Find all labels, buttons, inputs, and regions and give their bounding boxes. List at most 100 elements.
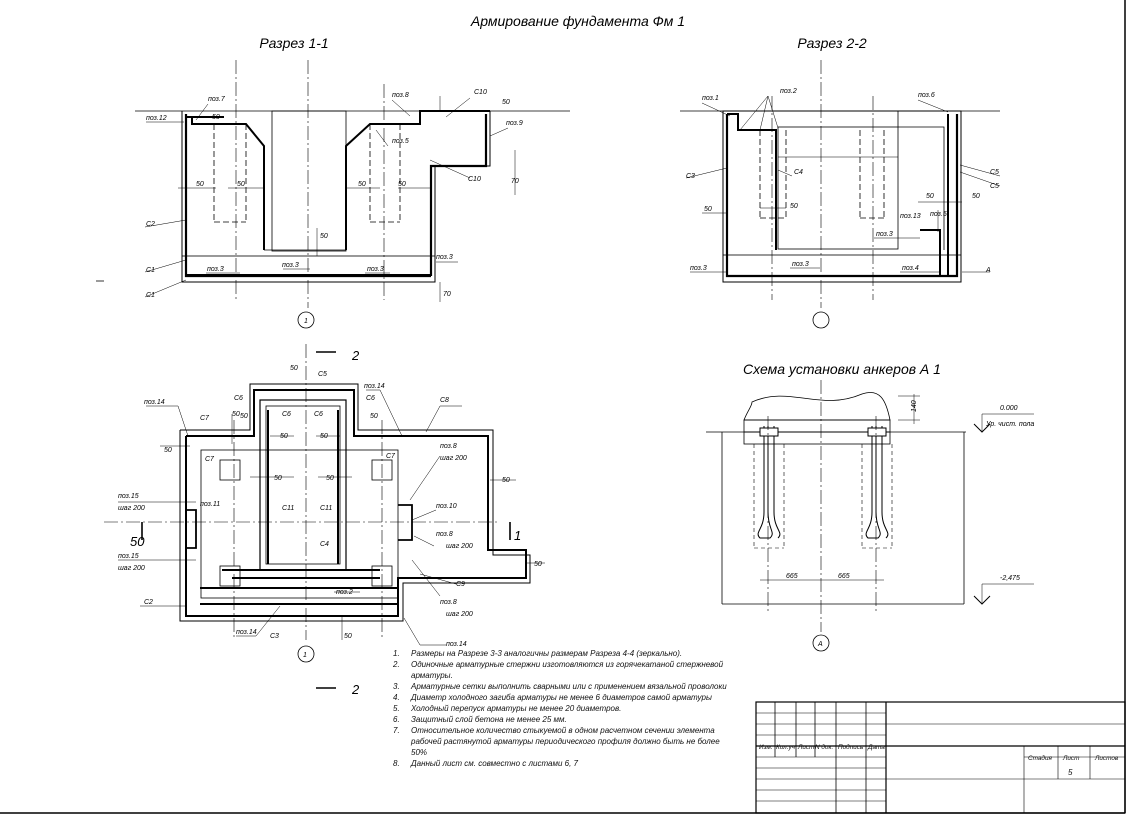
- note-number: 2.: [393, 660, 400, 669]
- svg-text:шаг 200: шаг 200: [440, 455, 467, 462]
- svg-text:665: 665: [838, 573, 850, 580]
- note-item: 6.Защитный слой бетона не менее 25 мм.: [393, 714, 733, 725]
- svg-text:С2: С2: [146, 221, 155, 228]
- svg-text:С4: С4: [794, 169, 803, 176]
- svg-text:поз.3: поз.3: [282, 262, 299, 269]
- sheets-label: Листов: [1095, 755, 1119, 762]
- note-item: 3.Арматурные сетки выполнить сварными ил…: [393, 681, 733, 692]
- svg-text:поз.3: поз.3: [876, 231, 893, 238]
- svg-text:50: 50: [972, 193, 980, 200]
- svg-text:50: 50: [502, 477, 510, 484]
- note-text: Данный лист см. совместно с листами 6, 7: [411, 759, 578, 768]
- svg-text:50: 50: [534, 561, 542, 568]
- note-number: 4.: [393, 693, 400, 702]
- section-2-drawing: [680, 60, 1001, 329]
- svg-text:50: 50: [240, 413, 248, 420]
- note-number: 3.: [393, 682, 400, 691]
- svg-text:С5: С5: [990, 183, 999, 190]
- svg-text:поз.5: поз.5: [392, 138, 409, 145]
- svg-text:50: 50: [237, 181, 245, 188]
- col-data: Дата: [868, 744, 885, 751]
- svg-text:С5: С5: [990, 169, 999, 176]
- note-number: 1.: [393, 649, 400, 658]
- svg-text:С8: С8: [440, 397, 449, 404]
- section-2-labels: поз.1 поз.2 поз.6 С3 С4 С5 С5 50 50 50 5…: [686, 88, 999, 274]
- note-number: 5.: [393, 704, 400, 713]
- svg-text:С4: С4: [320, 541, 329, 548]
- col-podpis: Подпись: [838, 744, 864, 751]
- svg-text:50: 50: [502, 99, 510, 106]
- anchor-scheme-drawing: [706, 380, 1034, 652]
- svg-text:поз.3: поз.3: [792, 261, 809, 268]
- note-number: 8.: [393, 759, 400, 768]
- svg-text:поз.8: поз.8: [436, 531, 453, 538]
- svg-text:50: 50: [320, 433, 328, 440]
- svg-text:С6: С6: [282, 411, 291, 418]
- svg-text:50: 50: [326, 475, 334, 482]
- svg-text:поз.8: поз.8: [440, 443, 457, 450]
- svg-text:поз.15: поз.15: [118, 493, 139, 500]
- svg-text:поз.3: поз.3: [367, 266, 384, 273]
- svg-text:2: 2: [351, 682, 360, 697]
- svg-text:50: 50: [130, 534, 145, 549]
- svg-text:поз.10: поз.10: [436, 503, 457, 510]
- sheet-number: 5: [1068, 768, 1073, 777]
- svg-text:С6: С6: [366, 395, 375, 402]
- svg-text:поз.14: поз.14: [236, 629, 257, 636]
- section-1-title: Разрез 1-1: [259, 35, 328, 51]
- svg-text:70: 70: [443, 291, 451, 298]
- svg-text:шаг 200: шаг 200: [446, 611, 473, 618]
- svg-text:поз.8: поз.8: [440, 599, 457, 606]
- svg-text:140: 140: [911, 400, 918, 412]
- anchor-scheme-title: Схема установки анкеров А 1: [743, 361, 941, 377]
- svg-text:1: 1: [304, 318, 308, 325]
- note-text: Диаметр холодного загиба арматуры не мен…: [411, 693, 712, 702]
- col-kol-uch: Кол.уч: [776, 744, 796, 751]
- svg-text:50: 50: [196, 181, 204, 188]
- note-text: Одиночные арматурные стержни изготовляют…: [411, 660, 724, 680]
- note-number: 7.: [393, 726, 400, 735]
- svg-text:50: 50: [926, 193, 934, 200]
- svg-text:0.000: 0.000: [1000, 405, 1018, 412]
- svg-text:поз.4: поз.4: [902, 265, 919, 272]
- general-notes: 1. Размеры на Разрезе 3-3 аналогичны разм…: [393, 648, 733, 769]
- plan-drawing: [104, 344, 545, 689]
- note-item: 4. Диаметр холодного загиба арматуры не м…: [393, 692, 733, 703]
- svg-text:поз.3: поз.3: [690, 265, 707, 272]
- svg-text:С5: С5: [318, 371, 327, 378]
- main-title: Армирование фундамента Фм 1: [470, 13, 685, 29]
- stage-label: Стадия: [1028, 755, 1052, 762]
- note-item: 1. Размеры на Разрезе 3-3 аналогичны разм…: [393, 648, 733, 659]
- svg-text:поз.11: поз.11: [200, 501, 220, 508]
- svg-text:поз.12: поз.12: [146, 115, 167, 122]
- note-text: Относительное количество стыкуемой в одн…: [411, 726, 720, 757]
- svg-text:50: 50: [290, 365, 298, 372]
- svg-text:50: 50: [344, 633, 352, 640]
- svg-text:поз.2: поз.2: [336, 589, 353, 596]
- plan-labels: С5 С6 С6 С6 С6 С7 С7 С7 С8 С9 С11 С11 С4…: [118, 348, 542, 697]
- svg-text:поз.5: поз.5: [930, 211, 947, 218]
- svg-text:50: 50: [358, 181, 366, 188]
- note-number: 6.: [393, 715, 400, 724]
- svg-text:поз.14: поз.14: [144, 399, 165, 406]
- svg-text:С10: С10: [474, 89, 487, 96]
- note-item: 2. Одиночные арматурные стержни изготовля…: [393, 659, 733, 681]
- svg-text:С7: С7: [386, 453, 396, 460]
- note-item: 5.Холодный перепуск арматуры не менее 20…: [393, 703, 733, 714]
- svg-text:50: 50: [704, 206, 712, 213]
- svg-text:шаг 200: шаг 200: [118, 505, 145, 512]
- svg-text:50: 50: [232, 411, 240, 418]
- svg-text:665: 665: [786, 573, 798, 580]
- anchor-scheme-labels: 140 0.000 Ур. чист. пола 665 665 -2,475 …: [786, 400, 1034, 648]
- svg-text:шаг 200: шаг 200: [446, 543, 473, 550]
- note-item: 8. Данный лист см. совместно с листами 6,…: [393, 758, 733, 769]
- svg-text:50: 50: [370, 413, 378, 420]
- svg-text:С1: С1: [146, 267, 155, 274]
- svg-text:-2,475: -2,475: [1000, 575, 1020, 582]
- note-text: Размеры на Разрезе 3-3 аналогичны размер…: [411, 649, 683, 658]
- svg-text:С10: С10: [468, 176, 481, 183]
- svg-text:С6: С6: [234, 395, 243, 402]
- svg-text:50: 50: [790, 203, 798, 210]
- svg-text:поз.15: поз.15: [118, 553, 139, 560]
